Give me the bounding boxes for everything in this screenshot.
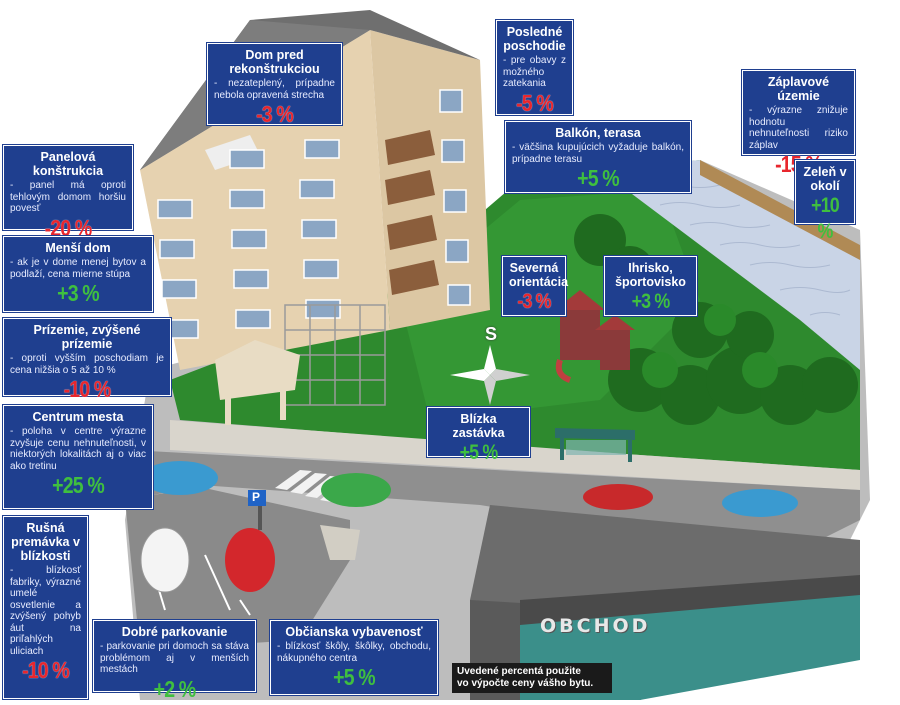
label-title: Blízka zastávka [452, 412, 505, 440]
label-title: Dobré parkovanie [121, 625, 228, 639]
label-blizka-zastavka: Blízka zastávka +5 % [427, 407, 530, 464]
label-severna-orientacia: Severná orientácia -3 % [502, 256, 569, 316]
cars [140, 461, 798, 593]
label-zelen-v-okoli: Zeleň v okolí +10 % [795, 160, 855, 243]
label-centrum-mesta: Centrum mesta - poloha v centre výrazne … [3, 405, 153, 509]
bus-stop [555, 428, 635, 462]
label-title: Panelová konštrukcia [32, 150, 104, 178]
shop-sign: OBCHOD [540, 615, 651, 637]
label-panelova-konstrukcia: Panelová konštrukcia - panel má oproti t… [3, 145, 133, 241]
label-desc: - výrazne znižuje hodnotu nehnuteľnosti … [749, 105, 848, 151]
label-title: Dom pred rekonštrukciou [229, 48, 320, 76]
entrance-canopy [215, 340, 300, 400]
label-title: Rušná premávka v blízkosti [11, 521, 80, 563]
label-title: Občianska vybavenosť [285, 625, 423, 639]
label-value: +3 % [57, 280, 100, 306]
label-desc: - pre obavy z možného zatekania [503, 55, 566, 89]
footnote-line-1: Uvedené percentá použite [457, 666, 581, 677]
label-ihrisko-sportovisko: Ihrisko, športovisko +3 % [604, 256, 697, 316]
label-value: +5 % [333, 664, 376, 690]
label-title: Prízemie, zvýšené prízemie [33, 323, 141, 351]
label-value: +5 % [577, 165, 620, 191]
label-value: +5 % [459, 441, 499, 464]
balconies [385, 130, 439, 295]
label-title: Balkón, terasa [555, 126, 641, 140]
label-title: Ihrisko, športovisko [615, 261, 686, 289]
label-obcianska-vybavenost: Občianska vybavenosť - blízkosť škôly, š… [270, 620, 438, 695]
label-desc: - parkovanie pri domoch sa stáva problém… [100, 641, 249, 675]
label-title: Posledné poschodie [503, 25, 566, 53]
label-title: Záplavové územie [767, 75, 830, 103]
label-title: Severná orientácia [509, 261, 569, 289]
label-desc: - ak je v dome menej bytov a podlaží, ce… [10, 257, 146, 280]
parking-sign [248, 490, 266, 506]
label-title: Zeleň v okolí [803, 165, 847, 193]
label-prizemie: Prízemie, zvýšené prízemie - oproti vyšš… [3, 318, 171, 402]
label-rusna-premavka: Rušná premávka v blízkosti - blízkosť fa… [3, 516, 88, 699]
label-desc: - väčšina kupujúcich vyžaduje balkón, pr… [512, 142, 684, 165]
scaffolding [284, 304, 386, 406]
label-desc: - blízkosť fabriky, výrazné umelé osvetl… [10, 565, 81, 657]
label-value: -3 % [256, 101, 294, 127]
label-value: +10 % [811, 194, 840, 243]
label-dom-pred-rekonstrukciou: Dom pred rekonštrukciou - nezateplený, p… [207, 43, 342, 127]
label-value: -10 % [22, 657, 70, 683]
label-value: -5 % [516, 89, 554, 116]
label-mensi-dom: Menší dom - ak je v dome menej bytov a p… [3, 236, 153, 312]
label-desc: - poloha v centre výrazne zvyšuje cenu n… [10, 426, 146, 472]
footnote-line-2: vo výpočte ceny vášho bytu. [457, 678, 594, 689]
parking-sign-letter: P [252, 490, 261, 504]
label-value: +2 % [153, 675, 197, 702]
label-balkon-terasa: Balkón, terasa - väčšina kupujúcich vyža… [505, 121, 691, 193]
label-value: +25 % [52, 472, 105, 498]
label-dobre-parkovanie: Dobré parkovanie - parkovanie pri domoch… [93, 620, 256, 702]
compass-letter: S [485, 324, 498, 344]
label-desc: - blízkosť škôly, škôlky, obchodu, nákup… [277, 641, 431, 664]
label-value: -10 % [63, 376, 112, 402]
label-posledne-poschodie: Posledné poschodie - pre obavy z možného… [496, 20, 573, 116]
label-desc: - panel má oproti tehlovým domom horšiu … [10, 180, 126, 214]
label-zaplavove-uzemie: Záplavové územie - výrazne znižuje hodno… [742, 70, 855, 177]
label-value: +3 % [631, 290, 671, 313]
windows [157, 139, 341, 339]
label-desc: - nezateplený, prípadne nebola opravená … [214, 78, 335, 101]
label-title: Centrum mesta [32, 410, 124, 424]
label-value: -3 % [517, 290, 551, 313]
playground [555, 290, 635, 383]
compass-rose [450, 345, 530, 405]
label-title: Menší dom [45, 241, 111, 255]
footnote: Uvedené percentá použite vo výpočte ceny… [452, 663, 612, 693]
label-desc: - oproti vyšším poschodiam je cena nižši… [10, 353, 164, 376]
